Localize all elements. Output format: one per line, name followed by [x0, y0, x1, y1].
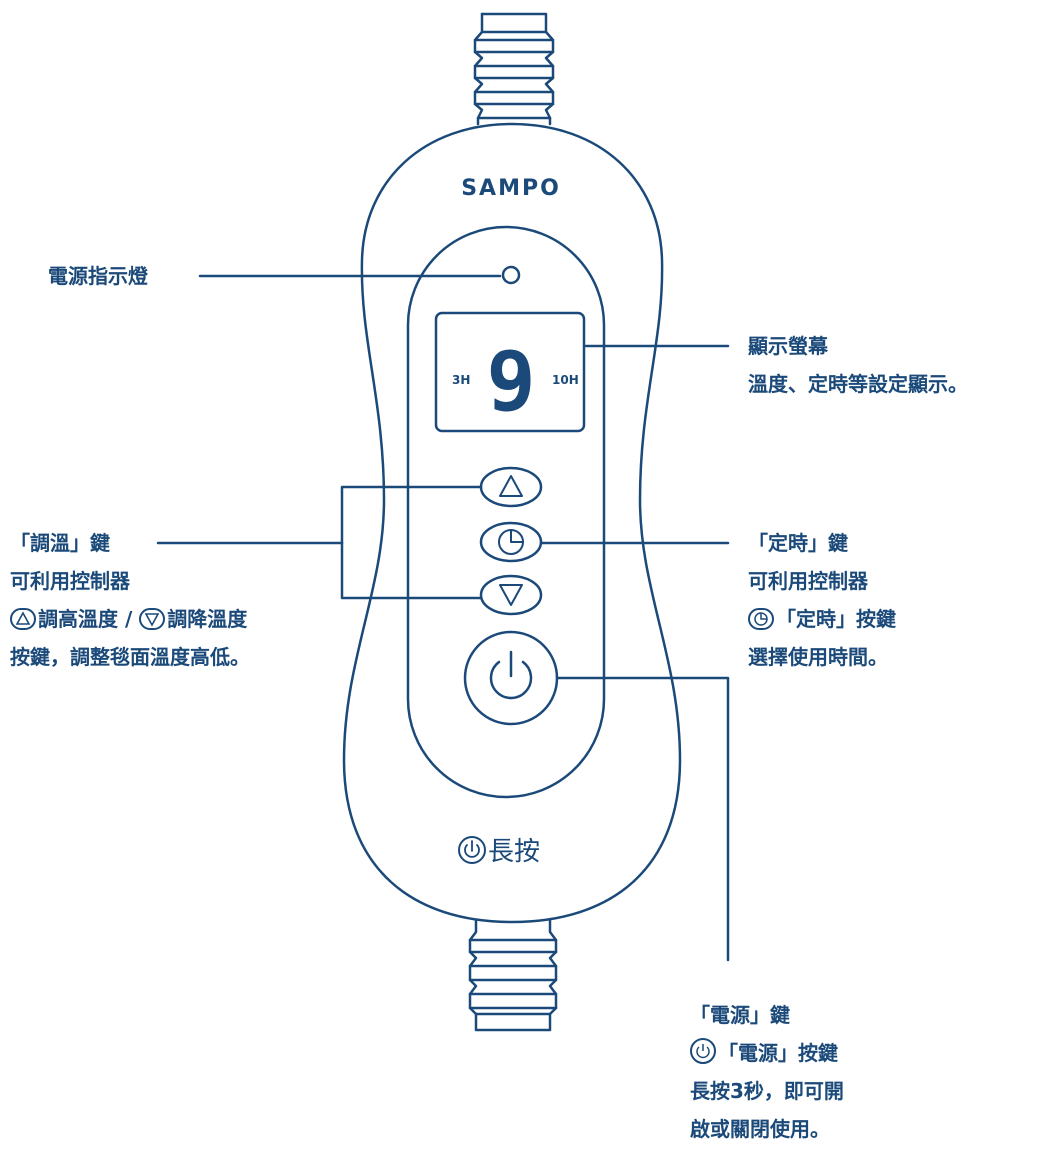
triangle-down-icon: [139, 608, 166, 630]
temp-down-button: [479, 574, 543, 616]
power-light-label: 電源指示燈: [48, 264, 148, 288]
long-press-label: 長按: [488, 837, 540, 867]
clock-icon: [510, 529, 524, 543]
display-digit: 9: [486, 335, 535, 430]
power-key-callout: 「電源」鍵 「電源」按鍵 長按3秒，即可開 啟或關閉使用。: [690, 996, 844, 1148]
power-key-line3: 啟或關閉使用。: [690, 1117, 830, 1141]
display-left-label: 3H: [452, 373, 470, 387]
top-cable: [473, 12, 555, 126]
screen-title: 顯示螢幕: [748, 334, 828, 358]
timer-key-line1: 可利用控制器: [748, 569, 868, 593]
temp-key-line3: 按鍵，調整毯面溫度高低。: [10, 645, 250, 669]
bottom-cable: [468, 916, 558, 1032]
power-key-title: 「電源」鍵: [690, 1003, 790, 1027]
timer-key-callout: 「定時」鍵 可利用控制器 「定時」按鍵 選擇使用時間。: [748, 524, 896, 676]
long-press-power-icon: [458, 836, 486, 864]
temp-key-line2: 調高溫度 / 調降溫度: [10, 600, 250, 638]
inner-panel: [406, 225, 606, 799]
clock-icon: [748, 608, 774, 630]
temp-key-title: 「調溫」鍵: [10, 531, 110, 555]
timer-key-title: 「定時」鍵: [748, 531, 848, 555]
triangle-down-icon: [499, 584, 523, 606]
power-key-line1: 「電源」按鍵: [690, 1034, 844, 1072]
power-icon: [489, 650, 533, 700]
triangle-up-icon: [10, 608, 36, 630]
power-indicator-light: [501, 265, 521, 285]
triangle-up-icon: [499, 475, 523, 497]
temp-key-line1: 可利用控制器: [10, 569, 130, 593]
display-right-label: 10H: [552, 373, 579, 387]
screen-callout: 顯示螢幕 溫度、定時等設定顯示。: [748, 327, 968, 403]
power-key-line2: 長按3秒，即可開: [690, 1079, 844, 1103]
power-icon: [690, 1038, 716, 1064]
display-screen: [434, 311, 586, 433]
screen-desc: 溫度、定時等設定顯示。: [748, 372, 968, 396]
brand-logo: SAMPO: [461, 176, 561, 201]
temp-key-callout: 「調溫」鍵 可利用控制器 調高溫度 / 調降溫度 按鍵，調整毯面溫度高低。: [10, 524, 250, 676]
timer-key-line2: 「定時」按鍵: [748, 600, 896, 638]
timer-key-line3: 選擇使用時間。: [748, 645, 888, 669]
